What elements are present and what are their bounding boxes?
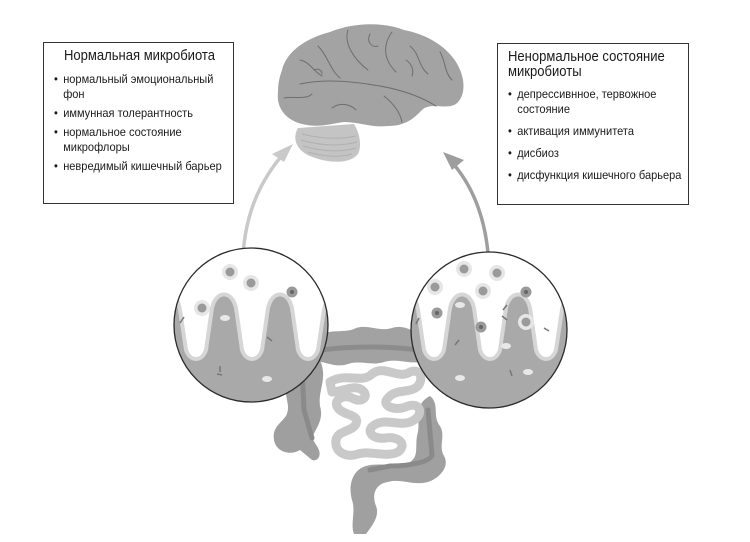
cerebellum <box>295 124 361 162</box>
arrowhead-left <box>272 144 293 162</box>
list-item: активация иммунитета <box>508 124 688 139</box>
list-item: нормальное состояние микрофлоры <box>54 125 233 155</box>
normal-microbiota-box: Нормальная микробиота нормальный эмоцион… <box>43 42 234 204</box>
brain-icon <box>277 24 464 162</box>
intestines <box>273 326 446 534</box>
list-item: невредимый кишечный барьер <box>54 159 233 174</box>
immune-cell <box>431 286 532 333</box>
list-item: иммунная толерантность <box>54 106 233 121</box>
arrowhead-right <box>443 152 464 170</box>
list-item: дисбиоз <box>508 146 688 161</box>
normal-microbiota-title: Нормальная микробиота <box>63 48 216 64</box>
list-item: дисфункция кишечного барьера <box>508 168 688 183</box>
cerebrum <box>277 24 464 127</box>
list-item: депрессивнное, тервожное состояние <box>508 87 688 117</box>
small-intestine <box>325 366 426 460</box>
abnormal-microbiota-title: Ненормальное состояние микробиоты <box>508 49 665 80</box>
normal-microbiota-list: нормальный эмоциональный фон иммунная то… <box>54 72 225 174</box>
immune-cell <box>286 286 298 298</box>
arrow-left-gut-to-brain <box>241 144 293 256</box>
abnormal-microbiota-box: Ненормальное состояние микробиоты депрес… <box>497 43 689 205</box>
magnifier-dysbiosis-gut <box>410 251 568 409</box>
magnifier-healthy-gut <box>173 247 329 403</box>
arrow-right-gut-to-brain <box>443 152 490 254</box>
abnormal-microbiota-list: депрессивнное, тервожное состояние актив… <box>508 87 681 183</box>
list-item: нормальный эмоциональный фон <box>54 72 233 102</box>
